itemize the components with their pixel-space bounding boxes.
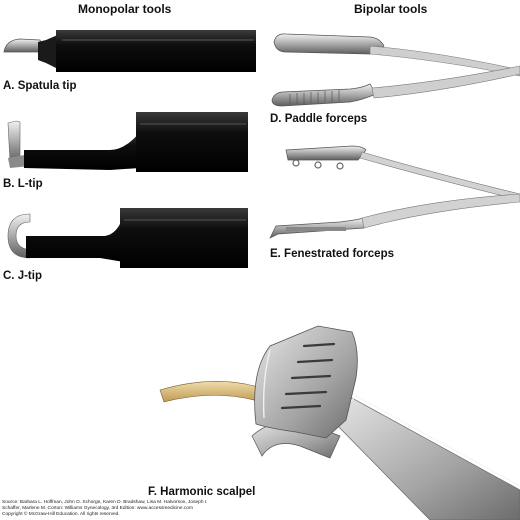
l-tip-tool: [7, 112, 248, 172]
label-paddle-forceps: D. Paddle forceps: [270, 113, 368, 125]
spatula-tip-tool: [3, 30, 256, 72]
label-j-tip: C. J-tip: [3, 270, 42, 282]
fenestrated-forceps-tool: [269, 145, 520, 239]
label-harmonic-scalpel: F. Harmonic scalpel: [148, 486, 256, 498]
label-spatula-tip: A. Spatula tip: [3, 80, 77, 92]
label-l-tip: B. L-tip: [3, 178, 43, 190]
paddle-forceps-tool: [271, 33, 520, 107]
label-fenestrated-forceps: E. Fenestrated forceps: [270, 248, 394, 260]
source-credit-line-2: Schaffer, Marlene M. Corton: Williams Gy…: [2, 506, 193, 511]
copyright-line: Copyright © McGraw-Hill Education. All r…: [2, 512, 120, 517]
monopolar-tools-heading: Monopolar tools: [78, 2, 172, 16]
harmonic-scalpel-tool: [159, 325, 520, 520]
j-tip-tool: [7, 208, 248, 268]
source-credit-line-1: Source: Barbara L. Hoffman, John O. Scho…: [2, 500, 208, 505]
bipolar-tools-heading: Bipolar tools: [354, 2, 428, 16]
